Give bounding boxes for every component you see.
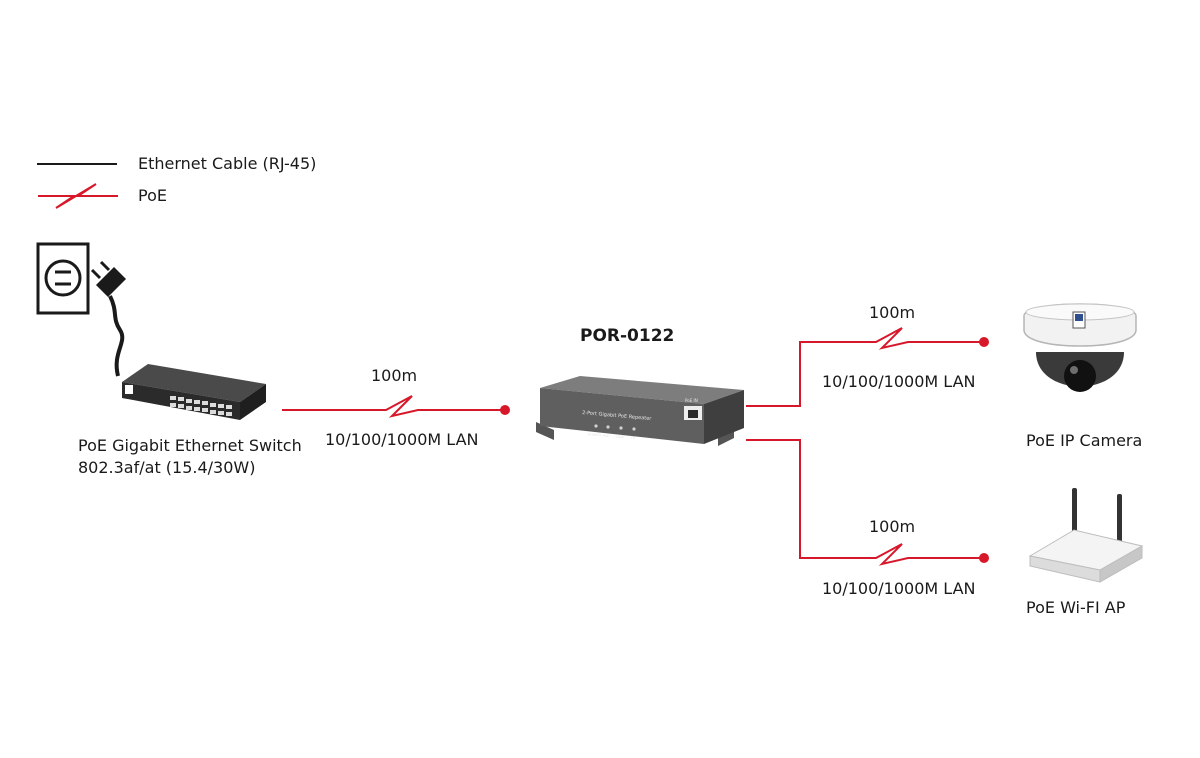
camera-link-speed: 10/100/1000M LAN: [822, 372, 976, 391]
legend-poe-bolt: [38, 183, 118, 209]
switch-standard: 802.3af/at (15.4/30W): [78, 458, 256, 477]
ap-label: PoE Wi-FI AP: [1026, 598, 1126, 617]
ap-poe-link: [746, 439, 982, 566]
camera-link-endpoint: [979, 337, 989, 347]
camera-poe-link: [746, 327, 982, 407]
main-link-endpoint: [500, 405, 510, 415]
camera-label: PoE IP Camera: [1026, 431, 1143, 450]
main-poe-link: [282, 395, 504, 418]
main-link-distance: 100m: [371, 366, 418, 385]
repeater-model-title: POR-0122: [580, 326, 675, 346]
repeater-led-label-link: LINK: [616, 435, 625, 439]
dome-camera-icon: [1023, 303, 1137, 392]
legend-poe-label: PoE: [138, 186, 167, 205]
ap-link-distance: 100m: [869, 517, 916, 536]
poe-repeater-icon: 2-Port Gigabit PoE Repeater PoE IN POWER…: [536, 376, 744, 446]
repeater-led-label-power: POWER: [588, 433, 602, 437]
wifi-ap-icon: [1028, 488, 1144, 583]
camera-link-distance: 100m: [869, 303, 916, 322]
ap-link-endpoint: [979, 553, 989, 563]
power-outlet-icon: [36, 242, 90, 315]
poe-switch-icon: [122, 364, 266, 420]
ap-link-speed: 10/100/1000M LAN: [822, 579, 976, 598]
power-plug-icon: [90, 260, 126, 377]
main-link-speed: 10/100/1000M LAN: [325, 430, 479, 449]
legend-cable-label: Ethernet Cable (RJ-45): [138, 154, 317, 173]
repeater-led-label-poe: PoE: [603, 434, 609, 438]
repeater-port-label: PoE IN: [685, 398, 698, 403]
switch-name: PoE Gigabit Ethernet Switch: [78, 436, 302, 455]
repeater-led-label-fe: FE: [631, 436, 635, 440]
